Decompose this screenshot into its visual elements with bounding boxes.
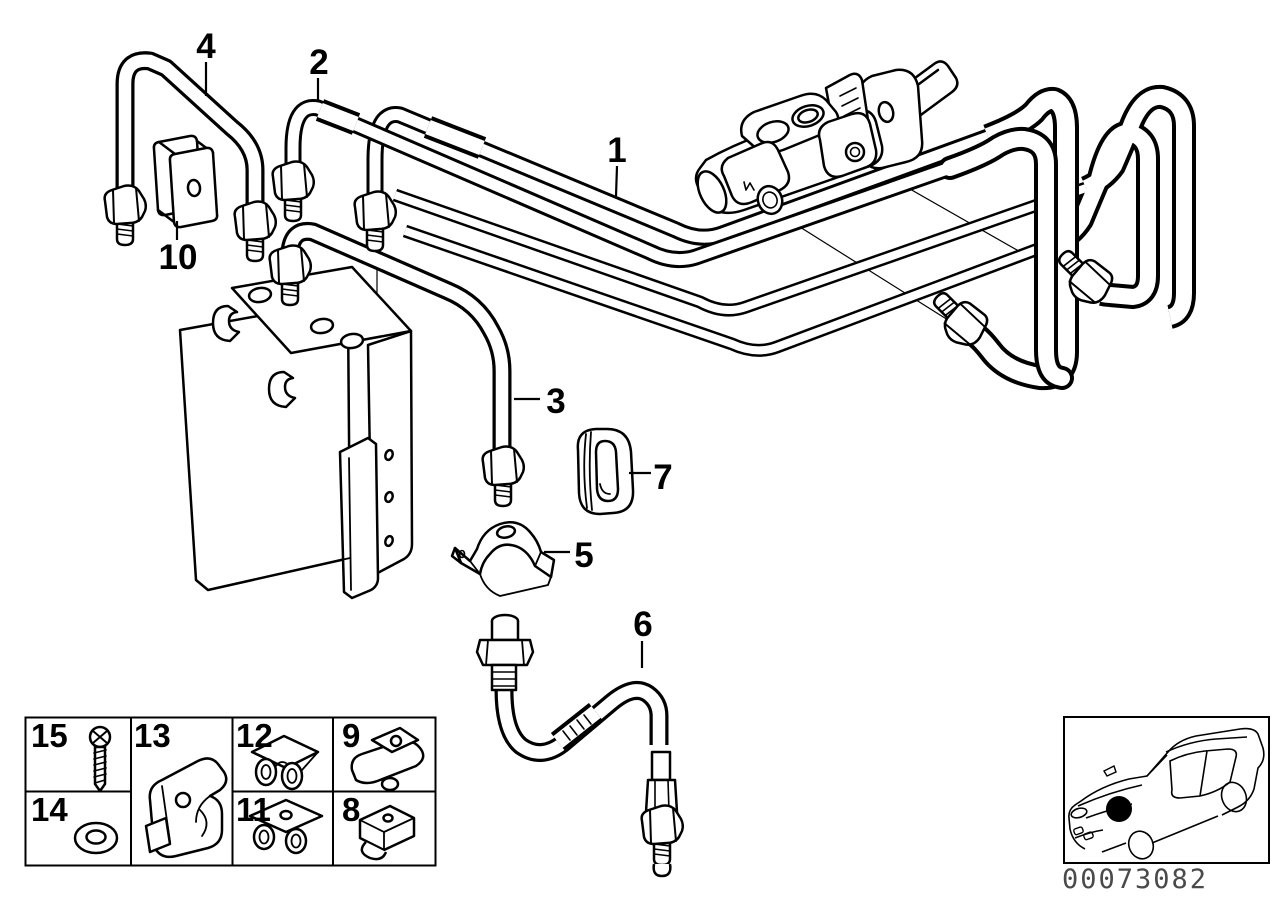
rubber-mount-block-item-10 [152, 134, 219, 229]
legend-label-13[interactable]: 13 [134, 717, 171, 754]
legend-label-12[interactable]: 12 [236, 717, 273, 754]
callout-labels: 1 2 3 4 5 6 7 10 [159, 27, 673, 668]
mount-tab-lower [267, 370, 297, 409]
callout-6[interactable]: 6 [633, 605, 652, 644]
legend-label-14[interactable]: 14 [31, 791, 68, 828]
car-front-left-icon [1068, 727, 1265, 860]
pipe-holder-icon [350, 726, 425, 792]
legend-label-9[interactable]: 9 [342, 717, 360, 754]
brake-pipe-item-4 [115, 51, 265, 204]
brake-hose-item-6 [475, 613, 685, 878]
oval-grommet-item-7 [576, 427, 635, 516]
washer-icon [73, 821, 119, 855]
brake-pipe-rear-runs [392, 84, 1196, 357]
double-pipe-clip-plate-icon [248, 798, 324, 855]
legend-label-8[interactable]: 8 [342, 791, 360, 828]
master-cylinder [694, 60, 959, 216]
double-pipe-clip-icon [250, 734, 320, 791]
callout-3[interactable]: 3 [546, 382, 565, 421]
screw-icon [88, 725, 112, 793]
callout-1[interactable]: 1 [607, 131, 626, 170]
callout-5[interactable]: 5 [574, 536, 593, 575]
callout-2[interactable]: 2 [309, 43, 328, 82]
legend-label-11[interactable]: 11 [236, 791, 271, 828]
car-location-thumbnail: 00073082 [1062, 716, 1270, 895]
brake-pipe-item-2 [284, 99, 1074, 390]
location-dot-icon [1106, 796, 1132, 822]
leader-1 [614, 165, 619, 197]
mount-tab-upper [211, 304, 241, 343]
legend-table: 15 13 12 9 14 11 8 [24, 716, 437, 867]
brake-pipe-item-3 [280, 221, 512, 450]
abs-hydro-unit [178, 265, 414, 600]
holding-bracket-item-5 [450, 521, 556, 597]
callout-10[interactable]: 10 [159, 238, 198, 277]
bracket-clamp-icon [144, 757, 228, 859]
callout-4[interactable]: 4 [196, 27, 216, 66]
legend-label-15[interactable]: 15 [31, 717, 68, 754]
clamp-nut-icon [358, 804, 416, 861]
image-number: 00073082 [1062, 864, 1208, 895]
callout-7[interactable]: 7 [653, 458, 672, 497]
